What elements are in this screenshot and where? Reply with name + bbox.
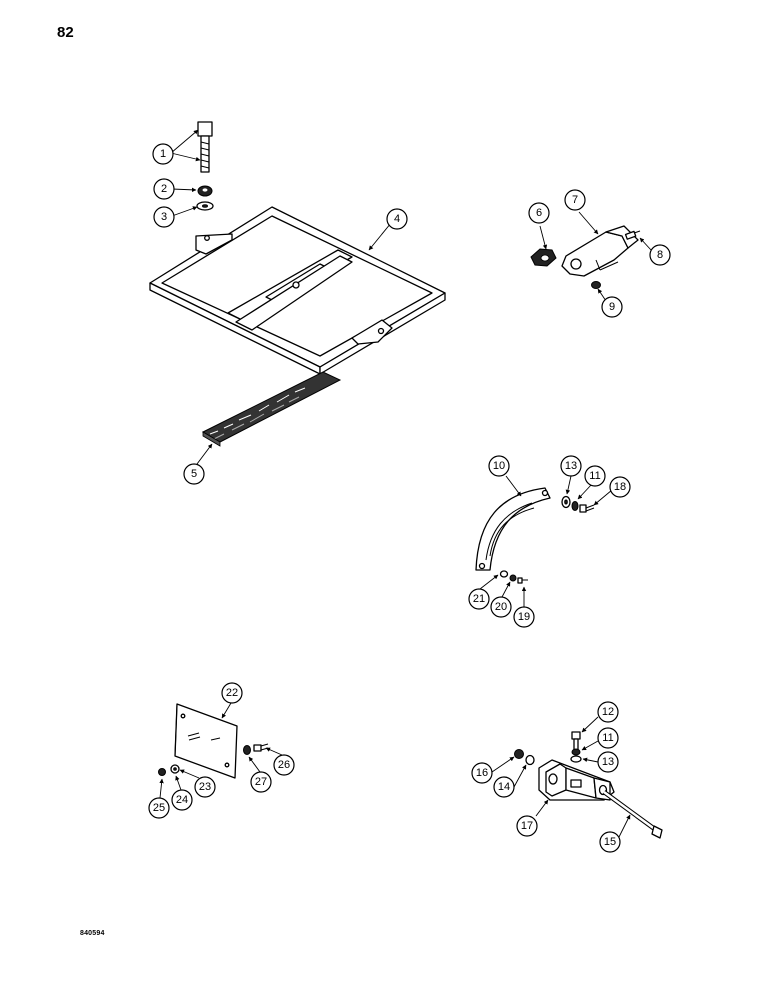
callout-13b: 13 [597,751,619,773]
callout-label: 9 [609,301,615,313]
callout-15: 15 [599,831,621,853]
callout-label: 20 [495,601,507,613]
callout-22: 22 [221,682,243,704]
callout-label: 19 [518,611,530,623]
callout-6: 6 [528,202,550,224]
callout-label: 7 [572,194,578,206]
small-nut-part [591,281,601,289]
callout-26: 26 [273,754,295,776]
callout-8: 8 [649,244,671,266]
callout-12: 12 [597,701,619,723]
callout-19: 19 [513,606,535,628]
hardware-11-16 [514,731,582,766]
hardware-23-27 [158,743,269,776]
nut-part [197,185,213,197]
callout-label: 15 [604,836,616,848]
callout-label: 27 [255,776,267,788]
callout-label: 14 [498,781,510,793]
callout-label: 13 [565,460,577,472]
small-hardware-19-21 [499,570,528,584]
callout-11: 11 [584,465,606,487]
callout-13: 13 [560,455,582,477]
hex-nut-part [530,248,557,267]
callout-label: 5 [191,468,197,480]
callout-21: 21 [468,588,490,610]
callout-17: 17 [516,815,538,837]
callout-16: 16 [471,762,493,784]
callout-label: 11 [602,732,613,744]
callout-label: 17 [521,820,533,832]
callout-23: 23 [194,776,216,798]
bolt-18-part [579,504,595,513]
lockwasher-11-part [571,501,579,511]
callout-label: 16 [476,767,488,779]
clevis-bracket-part [538,759,615,801]
leaders-group-b [539,211,652,302]
callout-10: 10 [488,455,510,477]
callout-4: 4 [386,208,408,230]
callout-label: 21 [473,593,485,605]
bracket-part [561,225,639,277]
callout-14: 14 [493,776,515,798]
callout-27: 27 [250,771,272,793]
callout-label: 11 [589,470,600,482]
bolt-part [197,121,213,173]
drawing-code: 840594 [80,930,105,937]
callout-label: 8 [657,249,663,261]
callout-label: 26 [278,759,290,771]
washer-part [196,201,214,211]
callout-25: 25 [148,797,170,819]
strip-part [201,371,342,447]
callout-label: 23 [199,781,211,793]
leaders-group-e [491,716,631,844]
callout-label: 12 [602,706,614,718]
callout-2: 2 [153,178,175,200]
curved-bar-part [475,487,551,571]
callout-label: 2 [161,183,167,195]
callout-7: 7 [564,189,586,211]
callout-label: 1 [160,148,166,160]
leaders-group-a [170,129,392,465]
callout-label: 4 [394,213,400,225]
callout-24: 24 [171,789,193,811]
callout-label: 18 [614,481,626,493]
callout-label: 24 [176,794,188,806]
callout-5: 5 [183,463,205,485]
callout-label: 3 [161,211,167,223]
page-number: 82 [57,24,74,41]
callout-label: 10 [493,460,505,472]
callout-18: 18 [609,476,631,498]
callout-label: 13 [602,756,614,768]
callout-label: 25 [153,802,165,814]
screw-part [624,230,641,240]
leaders-group-d [159,702,283,799]
frame-part [149,206,446,375]
callout-20: 20 [490,596,512,618]
washer-13-part [561,495,571,509]
callout-1: 1 [152,143,174,165]
pin-part [602,790,663,839]
callout-label: 22 [226,687,238,699]
callout-3: 3 [153,206,175,228]
callout-11b: 11 [597,727,619,749]
plate-part [174,703,238,779]
callout-9: 9 [601,296,623,318]
leaders-group-c [479,475,613,607]
callout-label: 6 [536,207,542,219]
